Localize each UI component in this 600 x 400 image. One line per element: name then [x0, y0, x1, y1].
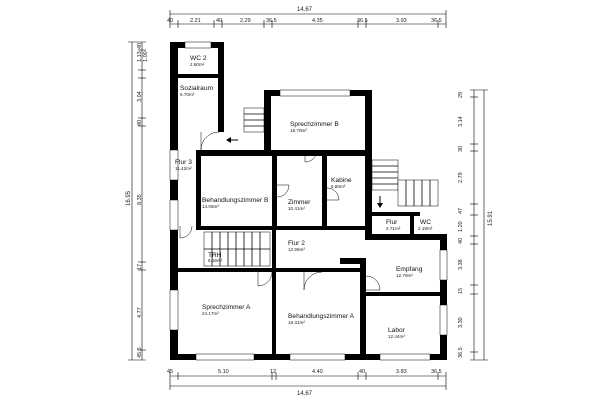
room-name: TRH: [208, 252, 222, 259]
dim-left-seg: 4.77: [137, 307, 143, 318]
dim-top-seg: 40: [216, 18, 222, 24]
dim-left-total: 16.95: [126, 190, 132, 206]
room-area: 2.60m²: [190, 62, 205, 67]
room-area: 2.71m²: [386, 226, 401, 231]
dim-right-seg: 47: [458, 208, 464, 214]
arrow-left-icon: [226, 137, 238, 143]
room-trh: TRH 6.16m²: [208, 252, 223, 263]
room-area: 11.42m²: [175, 166, 192, 171]
dim-top-seg: 36.5: [266, 18, 277, 24]
room-area: 2.19m²: [418, 226, 433, 231]
dim-left-seg: 1.00: [143, 51, 149, 62]
room-area: 12.95m²: [288, 247, 305, 252]
room-wc2: WC 2 2.60m²: [190, 55, 207, 67]
dim-bottom-seg: 40: [359, 369, 365, 375]
room-sprechzimmer-b: Sprechzimmer B 18.70m²: [290, 121, 339, 133]
windows: [169, 41, 448, 361]
dim-top-seg: 36.5: [357, 18, 368, 24]
room-name: Labor: [388, 327, 406, 334]
dim-left-seg: 1.13: [137, 51, 143, 62]
dim-right-seg: 1.20: [458, 221, 464, 232]
room-name: WC 2: [190, 55, 207, 62]
dim-right-seg: 3.14: [458, 116, 464, 127]
dim-top-seg: 36.5: [431, 18, 442, 24]
dim-top-seg: 40: [167, 18, 173, 24]
room-area: 18.70m²: [290, 128, 307, 133]
room-area: 12.44m²: [388, 334, 405, 339]
room-area: 24.17m²: [202, 311, 219, 316]
room-name: Sprechzimmer A: [202, 304, 251, 311]
room-area: 6.70m²: [180, 92, 195, 97]
dimension-left: 16.95 40 1.13 1.00 3.04 40 8.35 17 4.77 …: [126, 41, 149, 361]
dim-bottom-seg: 3.83: [396, 369, 407, 375]
room-name: Sprechzimmer B: [290, 121, 339, 128]
dim-top-seg: 3.93: [396, 18, 407, 24]
room-behandlungszimmer-a: Behandlungszimmer A 18.31m²: [288, 313, 355, 325]
dim-top-seg: 4.35: [312, 18, 323, 24]
arrow-down-icon: [377, 196, 383, 208]
dim-left-seg: 40: [137, 43, 143, 49]
dim-top-total: 14.67: [297, 7, 313, 13]
dim-right-seg: 36.5: [458, 347, 464, 358]
room-wc: WC 2.19m²: [418, 219, 433, 231]
room-sprechzimmer-a: Sprechzimmer A 24.17m²: [202, 304, 251, 316]
dim-right-seg: 3.30: [458, 317, 464, 328]
dim-bottom-seg: 12: [270, 369, 276, 375]
dim-right-seg: 2.79: [458, 172, 464, 183]
dim-right-seg: 15: [458, 288, 464, 294]
dim-right-seg: 40: [458, 238, 464, 244]
dimension-top: 14.67 40 2.21 40 2.29 36.5 4.35 36.5 3.9…: [167, 7, 447, 28]
room-name: Sozialraum: [180, 85, 213, 92]
room-name: Flur 2: [288, 240, 305, 247]
dim-bottom-seg: 45: [167, 369, 173, 375]
room-zimmer: Zimmer 10.41m²: [288, 199, 311, 211]
room-flur3: Flur 3 11.42m²: [175, 159, 192, 171]
room-area: 6.80m²: [331, 184, 346, 189]
dim-right-seg: 3.38: [458, 259, 464, 270]
dim-bottom-total: 14.67: [297, 391, 313, 397]
doors: [179, 131, 381, 291]
room-name: WC: [420, 219, 431, 226]
room-behandlungszimmer-b: Behandlungszimmer B 14.06m²: [202, 197, 269, 209]
room-area: 6.16m²: [208, 258, 223, 263]
room-flur: Flur 2.71m²: [386, 219, 401, 231]
dim-left-seg: 40: [137, 120, 143, 126]
room-sozialraum: Sozialraum 6.70m²: [180, 85, 213, 97]
dim-right-seg: 29: [458, 92, 464, 98]
room-name: Empfang: [396, 266, 423, 273]
dim-top-seg: 2.21: [190, 18, 201, 24]
room-area: 18.31m²: [288, 320, 305, 325]
dim-bottom-seg: 4.40: [312, 369, 323, 375]
dim-bottom-seg: 36.5: [431, 369, 442, 375]
room-name: Flur 3: [175, 159, 192, 166]
dim-top-seg: 2.29: [240, 18, 251, 24]
dimension-right: 29 3.14 30 2.79 47 1.20 40 3.38 15 3.30 …: [458, 89, 494, 361]
room-name: Zimmer: [288, 199, 311, 206]
dim-right-seg: 30: [458, 146, 464, 152]
dimension-bottom: 45 5.10 12 4.40 40 3.83 36.5 14.67: [167, 369, 447, 397]
room-labor: Labor 12.44m²: [388, 327, 406, 339]
dim-left-seg: 45.5: [137, 347, 143, 358]
dim-left-seg: 3.04: [137, 91, 143, 102]
dim-left-seg: 8.35: [137, 194, 143, 205]
room-area: 12.78m²: [396, 273, 413, 278]
room-area: 14.06m²: [202, 204, 219, 209]
dim-right-total: 15.91: [488, 210, 494, 226]
room-name: Behandlungszimmer B: [202, 197, 269, 204]
room-flur2: Flur 2 12.95m²: [288, 240, 305, 252]
room-name: Flur: [386, 219, 398, 226]
room-empfang: Empfang 12.78m²: [396, 266, 423, 278]
room-kabine: Kabine 6.80m²: [331, 177, 352, 189]
room-name: Behandlungszimmer A: [288, 313, 355, 320]
dim-left-seg: 17: [137, 264, 143, 270]
room-name: Kabine: [331, 177, 352, 184]
stairs: [203, 107, 439, 267]
room-area: 10.41m²: [288, 206, 305, 211]
dim-bottom-seg: 5.10: [218, 369, 229, 375]
